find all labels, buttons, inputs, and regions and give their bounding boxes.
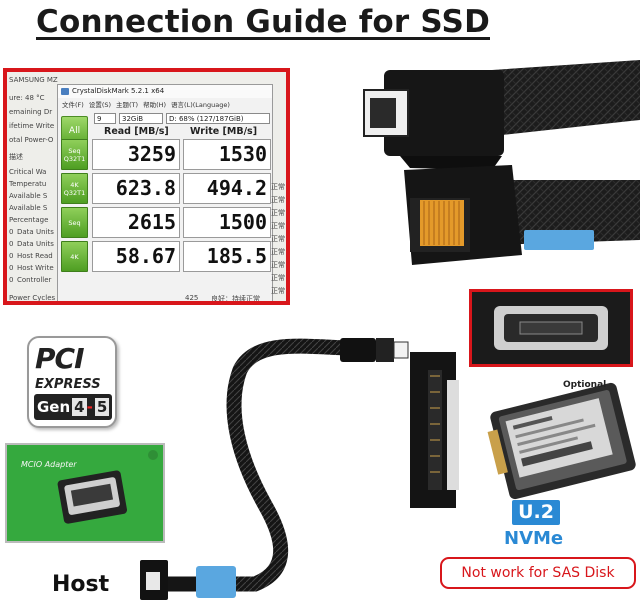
smart-status-text: 正常 <box>271 287 285 295</box>
mcio-plug-bottom <box>140 560 236 600</box>
cable-braid <box>202 338 353 592</box>
smart-status-text: 正常 <box>271 274 285 282</box>
menu-theme[interactable]: 主题(T) <box>116 101 139 109</box>
smart-attribute-label: Critical Wa <box>9 168 47 176</box>
smart-status-text: 正常 <box>271 222 285 230</box>
host-label: Host <box>52 572 110 597</box>
smart-attribute-id: 0 <box>9 276 14 284</box>
test-queue-label: Q32T1 <box>63 154 86 163</box>
smart-attribute-id: 0 <box>9 252 14 260</box>
smart-attribute-label: Power Cycles <box>9 294 56 302</box>
benchmark-photo: SAMSUNG MZ ure: 48 °C emaining Dr ifetime W… <box>3 68 290 305</box>
smart-attribute-label: Percentage <box>9 216 49 224</box>
test-label: 4K <box>70 180 79 189</box>
test-queue-label: Q32T1 <box>63 188 86 197</box>
menu-language[interactable]: 语言(L)(Language) <box>171 101 230 109</box>
smart-attribute-label: Data Units <box>17 240 54 248</box>
u2-badge: U.2 <box>512 500 560 525</box>
test-label: 4K <box>70 252 79 261</box>
gen-number-4: 4 <box>72 398 87 416</box>
smart-attribute-label: Temperatu <box>9 180 47 188</box>
nvme-label: NVMe <box>504 528 564 549</box>
count-select[interactable]: 9 <box>94 113 116 124</box>
smart-attribute-label: ure: 48 °C <box>9 94 45 102</box>
smart-status-text: 正常 <box>271 261 285 269</box>
write-value: 185.5 <box>183 241 271 272</box>
optional-label: Optional <box>563 380 607 390</box>
read-value: 58.67 <box>92 241 180 272</box>
smart-attribute-id: 0 <box>9 264 14 272</box>
pci-text: PCI <box>35 342 84 375</box>
write-value: 494.2 <box>183 173 271 204</box>
smart-attribute-label: SAMSUNG MZ <box>9 76 58 84</box>
menu-settings[interactable]: 设置(S) <box>88 101 112 109</box>
read-header: Read [MB/s] <box>104 126 169 137</box>
smart-attribute-label: Controller <box>17 276 52 284</box>
gen-label: Gen <box>37 398 71 416</box>
test-label: Seq <box>68 218 81 227</box>
smart-attribute-id: 0 <box>9 228 14 236</box>
smart-attribute-label: Available S <box>9 192 48 200</box>
smart-status-text: 正常 <box>271 183 285 191</box>
test-label: Seq <box>68 146 81 155</box>
u2-ssd <box>487 382 636 500</box>
port-drawing <box>472 292 630 364</box>
smart-attribute-label: emaining Dr <box>9 108 53 116</box>
connector-photo <box>363 60 640 265</box>
write-value: 1500 <box>183 207 271 238</box>
write-value: 1530 <box>183 139 271 170</box>
test-button-4[interactable]: 4K <box>61 241 88 272</box>
smart-status-text: 正常 <box>271 209 285 217</box>
u2-adapter-board <box>410 352 459 508</box>
smart-attribute-label: otal Power-O <box>9 136 54 144</box>
mcio-adapter-photo: MCIO Adapter <box>5 443 165 543</box>
lower-cable-braid <box>482 180 640 245</box>
smart-status-text: 正常 <box>271 196 285 204</box>
smart-attribute-label: 描述 <box>9 153 23 161</box>
size-select[interactable]: 32GiB <box>119 113 163 124</box>
upper-plug <box>363 70 504 170</box>
menu-file[interactable]: 文件(F) <box>62 101 84 109</box>
window-title: CrystalDiskMark 5.2.1 x64 <box>72 87 165 95</box>
lower-plug <box>404 165 522 265</box>
smart-attribute-label: ifetime Write <box>9 122 55 130</box>
menu-help[interactable]: 帮助(H) <box>143 101 167 109</box>
mcio-plug-top <box>340 338 409 362</box>
gen-number-5: 5 <box>94 398 110 416</box>
power-cycles-value: 425 <box>185 294 199 302</box>
express-text: EXPRESS <box>35 377 101 392</box>
smart-attribute-label: Available S <box>9 204 48 212</box>
gen-dash: - <box>86 398 93 416</box>
page-title: Connection Guide for SSD <box>36 4 490 40</box>
read-value: 3259 <box>92 139 180 170</box>
menu-bar: 文件(F) 设置(S) 主题(T) 帮助(H) 语言(L)(Language) <box>58 98 272 109</box>
sas-warning: Not work for SAS Disk <box>440 557 636 589</box>
mcio-adapter-label: MCIO Adapter <box>21 460 77 469</box>
window-titlebar: CrystalDiskMark 5.2.1 x64 <box>58 85 272 98</box>
blue-tag <box>524 230 594 250</box>
smart-attribute-label: Data Units <box>17 228 54 236</box>
crystaldiskmark-window: CrystalDiskMark 5.2.1 x64 文件(F) 设置(S) 主题(T… <box>57 84 273 301</box>
drive-select[interactable]: D: 68% (127/187GiB) <box>166 113 270 124</box>
app-icon <box>61 88 69 95</box>
smart-attribute-label: Host Write <box>17 264 54 272</box>
smart-attribute-id: 0 <box>9 240 14 248</box>
test-button-3[interactable]: Seq <box>61 207 88 238</box>
mcio-board-drawing <box>7 445 163 541</box>
smart-status-text: 正常 <box>271 235 285 243</box>
smart-attribute-label: Host Read <box>17 252 53 260</box>
read-value: 2615 <box>92 207 180 238</box>
port-closeup-photo <box>469 289 633 367</box>
write-header: Write [MB/s] <box>190 126 258 137</box>
smart-status-text: 正常 <box>271 248 285 256</box>
read-value: 623.8 <box>92 173 180 204</box>
power-cycles-status: 良好：持续正常 <box>211 295 260 303</box>
upper-cable-braid <box>492 60 640 135</box>
